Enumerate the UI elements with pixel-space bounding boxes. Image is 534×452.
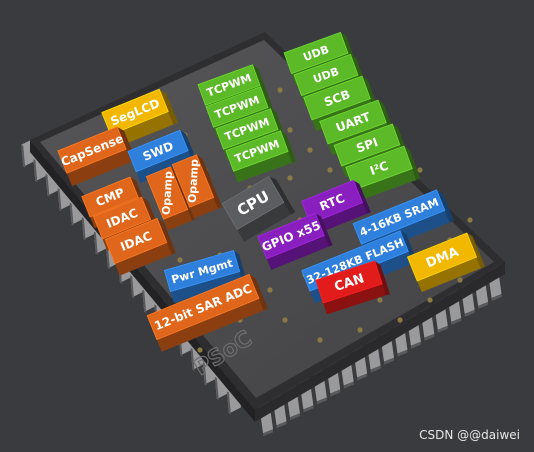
block-opamp1: Opamp bbox=[145, 166, 197, 231]
surface-dot bbox=[287, 127, 293, 133]
surface-dot bbox=[467, 217, 473, 223]
surface-dot bbox=[417, 167, 423, 173]
surface-dot bbox=[197, 347, 203, 353]
surface-dot bbox=[357, 327, 363, 333]
surface-dot bbox=[307, 147, 313, 153]
surface-dot bbox=[177, 257, 183, 263]
block-opamp2: Opamp bbox=[171, 154, 223, 219]
surface-dot bbox=[327, 167, 333, 173]
surface-dot bbox=[267, 287, 273, 293]
surface-dot bbox=[397, 317, 403, 323]
surface-dot bbox=[282, 317, 288, 323]
block-idac2: IDAC bbox=[104, 217, 176, 276]
block-pwrMgmt: Pwr Mgmt bbox=[163, 250, 247, 304]
block-label: I²C bbox=[368, 158, 390, 178]
block-can: CAN bbox=[315, 260, 390, 315]
watermark: CSDN @@daiwei bbox=[419, 428, 520, 442]
block-cpu: CPU bbox=[221, 175, 296, 242]
surface-dot bbox=[457, 277, 463, 283]
surface-dot bbox=[377, 297, 383, 303]
block-label: Opamp bbox=[186, 159, 201, 204]
surface-dot bbox=[317, 337, 323, 343]
block-dma: DMA bbox=[406, 232, 485, 293]
surface-dot bbox=[287, 175, 293, 181]
surface-dot bbox=[277, 87, 283, 93]
surface-dot bbox=[427, 297, 433, 303]
block-i2c: I²C bbox=[345, 145, 421, 202]
block-label: Opamp bbox=[160, 171, 175, 216]
